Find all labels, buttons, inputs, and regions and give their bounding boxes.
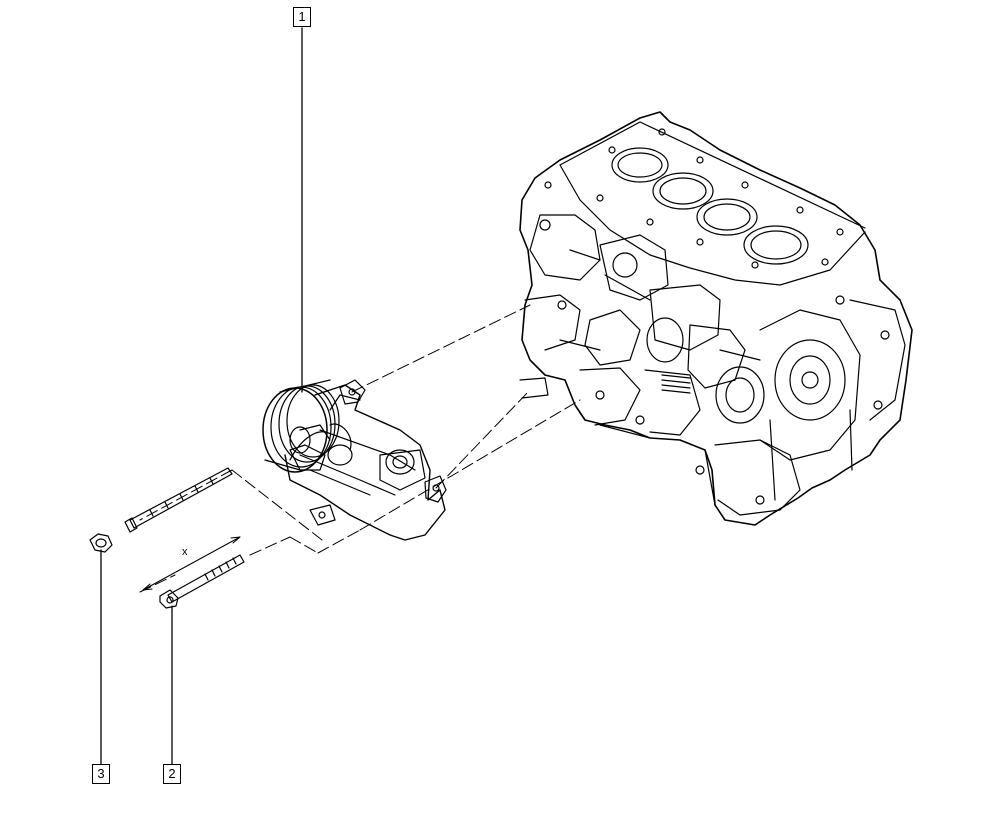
- long-bolt: [160, 555, 244, 608]
- ac-compressor: [263, 380, 446, 540]
- engine-block: [520, 112, 912, 525]
- callout-3: 3: [92, 764, 110, 784]
- nut: [90, 534, 112, 552]
- callout-1: 1: [293, 7, 311, 27]
- dimension-x-label: x: [182, 546, 188, 558]
- dimension-arrow: [143, 537, 240, 590]
- callout-2: 2: [163, 764, 181, 784]
- alignment-lines: [140, 305, 580, 592]
- stud-bolt: [125, 468, 232, 532]
- leader-lines: [101, 28, 302, 764]
